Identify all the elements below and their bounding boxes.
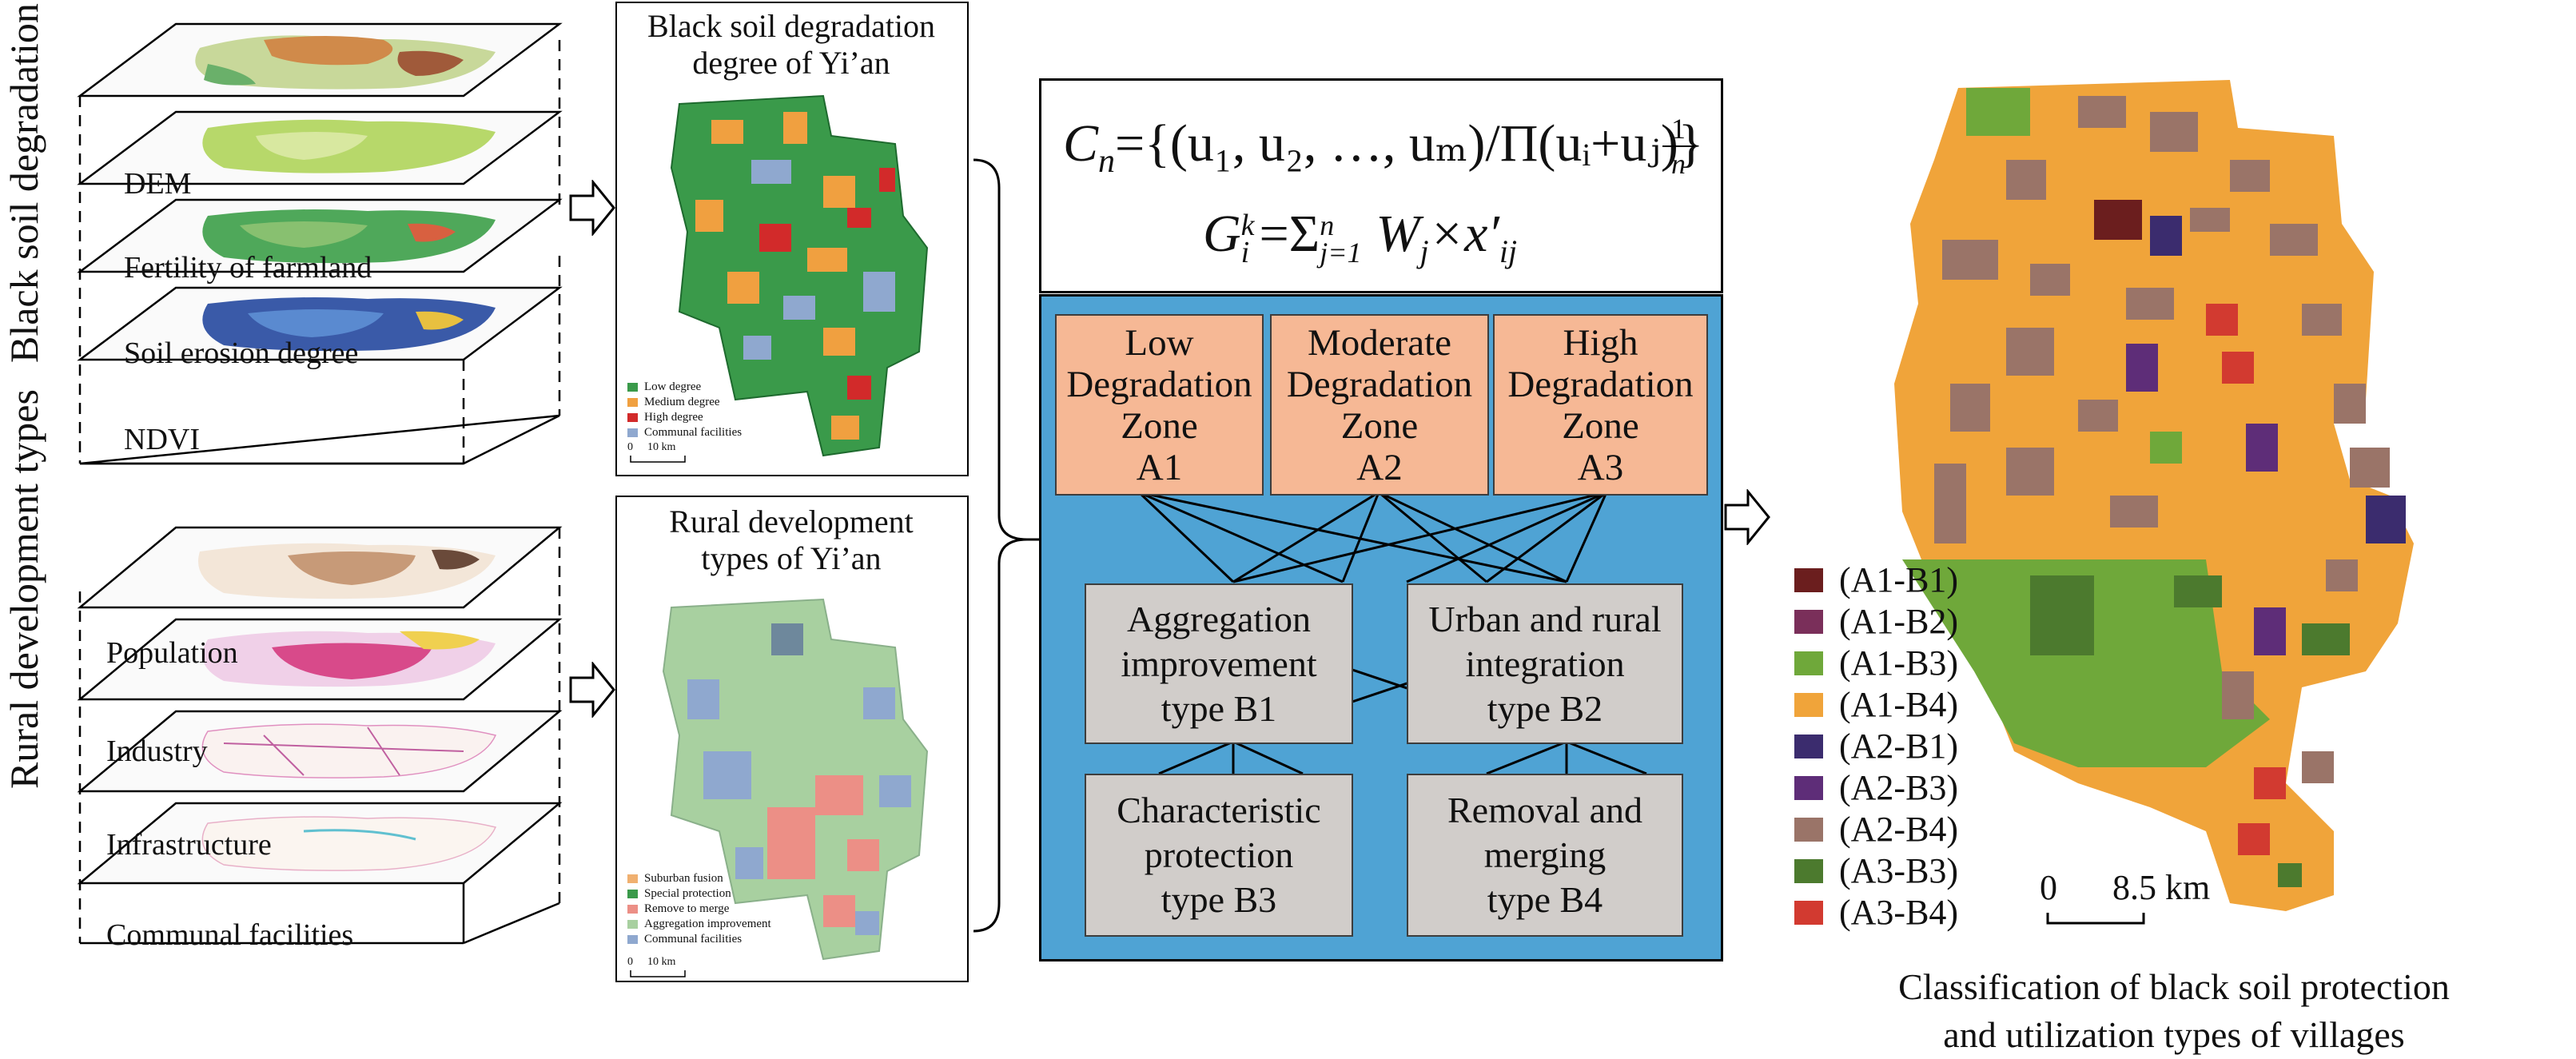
legend-item: (A1-B2) — [1794, 601, 1958, 643]
caption-line1: Classification of black soil protection — [1898, 966, 2450, 1007]
layer-label-industry: Industry — [106, 735, 208, 768]
layer-label-population: Population — [106, 636, 238, 670]
legend-item: (A2-B1) — [1794, 726, 1958, 767]
legend-item: (A3-B4) — [1794, 892, 1958, 934]
classification-legend: (A1-B1) (A1-B2) (A1-B3) (A1-B4) (A2-B1) … — [1794, 559, 1958, 934]
panel2-title-line2: types of Yi’an — [701, 540, 882, 576]
panel1-scale-left: 0 — [627, 441, 633, 453]
arrow-right-icon — [1724, 489, 1770, 545]
right-scale-left: 0 — [2040, 868, 2057, 907]
figure-caption: Classification of black soil protection … — [1814, 963, 2534, 1059]
layer-label-erosion: Soil erosion degree — [124, 336, 359, 370]
legend-item: (A3-B3) — [1794, 850, 1958, 892]
panel1-title: Black soil degradation degree of Yi’an — [615, 8, 967, 82]
layer-label-dem: DEM — [124, 167, 192, 201]
formula-coupling: Cn={(u₁, u₂, …, uₘ)/Π(uᵢ+uⱼ)} — [1063, 114, 1704, 181]
group-label-rural: Rural development types — [2, 389, 46, 789]
panel1-title-line1: Black soil degradation — [647, 8, 935, 44]
layer-label-communal: Communal facilities — [106, 918, 354, 952]
classification-map — [1894, 80, 2414, 911]
rural-types-map — [662, 598, 929, 961]
formula-exponent: 1 n — [1662, 112, 1694, 181]
layer-stack-rural — [77, 526, 563, 945]
panel2-title: Rural development types of Yi’an — [615, 504, 967, 577]
panel1-scale-right: 10 km — [647, 441, 676, 453]
legend-item: Medium degree — [627, 395, 742, 410]
legend-item: (A1-B1) — [1794, 559, 1958, 601]
panel2-scale-left: 0 — [627, 956, 633, 968]
legend-item: (A1-B4) — [1794, 684, 1958, 726]
legend-item: Remove to merge — [627, 902, 771, 917]
legend-item: (A2-B3) — [1794, 767, 1958, 809]
right-scale-right: 8.5 km — [2112, 868, 2211, 907]
panel2-title-line1: Rural development — [669, 504, 914, 539]
degradation-map — [670, 94, 929, 457]
group-label-degradation: Black soil degradation state — [2, 0, 46, 364]
layer-label-fertility: Fertility of farmland — [124, 251, 372, 285]
caption-line2: and utilization types of villages — [1943, 1014, 2405, 1055]
panel2-scalebar — [630, 970, 686, 977]
legend-item: (A2-B4) — [1794, 809, 1958, 850]
panel1-legend: Low degree Medium degree High degree Com… — [627, 380, 742, 440]
layer-label-ndvi: NDVI — [124, 423, 200, 456]
layer-stack-degradation — [77, 22, 563, 465]
legend-item: High degree — [627, 410, 742, 425]
layer-label-infrastructure: Infrastructure — [106, 828, 272, 862]
legend-item: Aggregation improvement — [627, 917, 771, 932]
panel2-legend: Suburban fusion Special protection Remov… — [627, 871, 771, 947]
legend-item: Communal facilities — [627, 932, 771, 947]
legend-item: (A1-B3) — [1794, 643, 1958, 684]
panel1-scalebar — [630, 456, 686, 463]
arrow-right-icon — [569, 662, 615, 718]
right-scalebar — [2046, 913, 2145, 925]
panel2-scale-right: 10 km — [647, 956, 676, 968]
legend-item: Special protection — [627, 886, 771, 902]
legend-item: Communal facilities — [627, 425, 742, 440]
legend-item: Suburban fusion — [627, 871, 771, 886]
formula-box — [1039, 78, 1723, 293]
brace-bracket — [973, 158, 1041, 933]
panel1-title-line2: degree of Yi’an — [692, 45, 890, 81]
arrow-right-icon — [569, 180, 615, 236]
legend-item: Low degree — [627, 380, 742, 395]
